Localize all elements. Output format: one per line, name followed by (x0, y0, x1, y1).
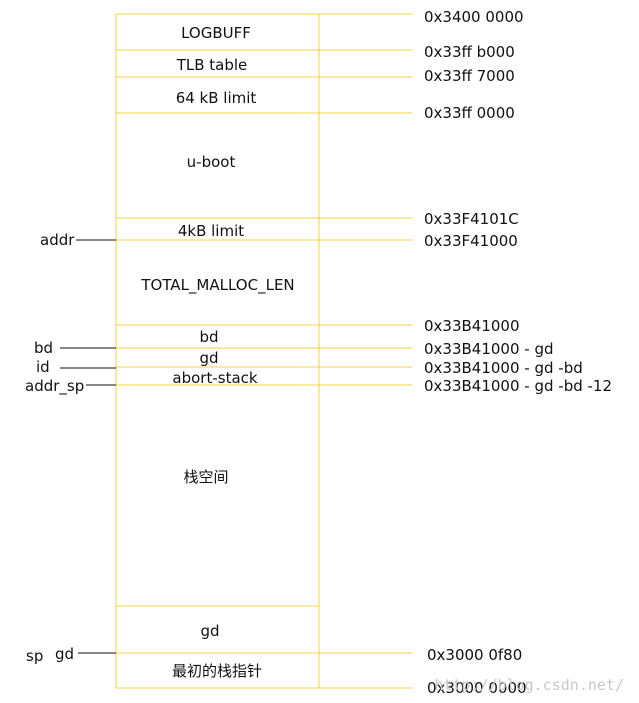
address-label: 0x33B41000 (424, 317, 520, 335)
pointer-label-gd: gd (55, 645, 74, 663)
segment-labels: LOGBUFF TLB table 64 kB limit u-boot 4kB… (140, 24, 294, 680)
watermark-text: http://blog.csdn.net/ (434, 676, 624, 694)
address-label: 0x33ff 0000 (424, 104, 515, 122)
address-label: 0x3000 0000 (427, 679, 527, 697)
pointer-lines (60, 239, 116, 654)
address-ticks (319, 13, 412, 689)
segment-label-abort-stack: abort-stack (172, 369, 257, 387)
segment-label-gd: gd (199, 349, 218, 367)
address-label: 0x3400 0000 (424, 8, 524, 26)
address-label: 0x33ff 7000 (424, 67, 515, 85)
address-label: 0x3000 0f80 (427, 646, 522, 664)
address-label: 0x33F41000 (424, 232, 518, 250)
segment-label-stack-space: 栈空间 (183, 468, 228, 486)
address-label: 0x33B41000 - gd (424, 340, 554, 358)
segment-dividers (116, 49, 319, 654)
segment-label-malloc: TOTAL_MALLOC_LEN (140, 276, 294, 295)
segment-label-gd-bottom: gd (200, 622, 219, 640)
segment-label-4k: 4kB limit (178, 222, 244, 240)
pointer-label-addr: addr (40, 231, 75, 249)
address-label: 0x33B41000 - gd -bd (424, 359, 583, 377)
address-label: 0x33ff b000 (424, 43, 515, 61)
memory-box-outline (115, 13, 320, 689)
address-labels: 0x3400 0000 0x33ff b000 0x33ff 7000 0x33… (424, 8, 612, 697)
segment-label-tlb: TLB table (176, 56, 248, 74)
segment-label-initial-sp: 最初的栈指针 (172, 662, 262, 680)
pointer-label-sp: sp (26, 647, 43, 665)
pointer-labels: addr bd id addr_sp sp gd (25, 231, 84, 665)
pointer-label-id: id (36, 358, 50, 376)
address-label: 0x33F4101C (424, 210, 519, 228)
address-label: 0x33B41000 - gd -bd -12 (424, 377, 612, 395)
segment-label-logbuff: LOGBUFF (181, 24, 251, 42)
segment-label-uboot: u-boot (187, 153, 236, 171)
segment-label-bd: bd (199, 328, 218, 346)
pointer-label-bd: bd (34, 339, 53, 357)
segment-label-64k: 64 kB limit (176, 89, 257, 107)
pointer-label-addr-sp: addr_sp (25, 377, 84, 396)
